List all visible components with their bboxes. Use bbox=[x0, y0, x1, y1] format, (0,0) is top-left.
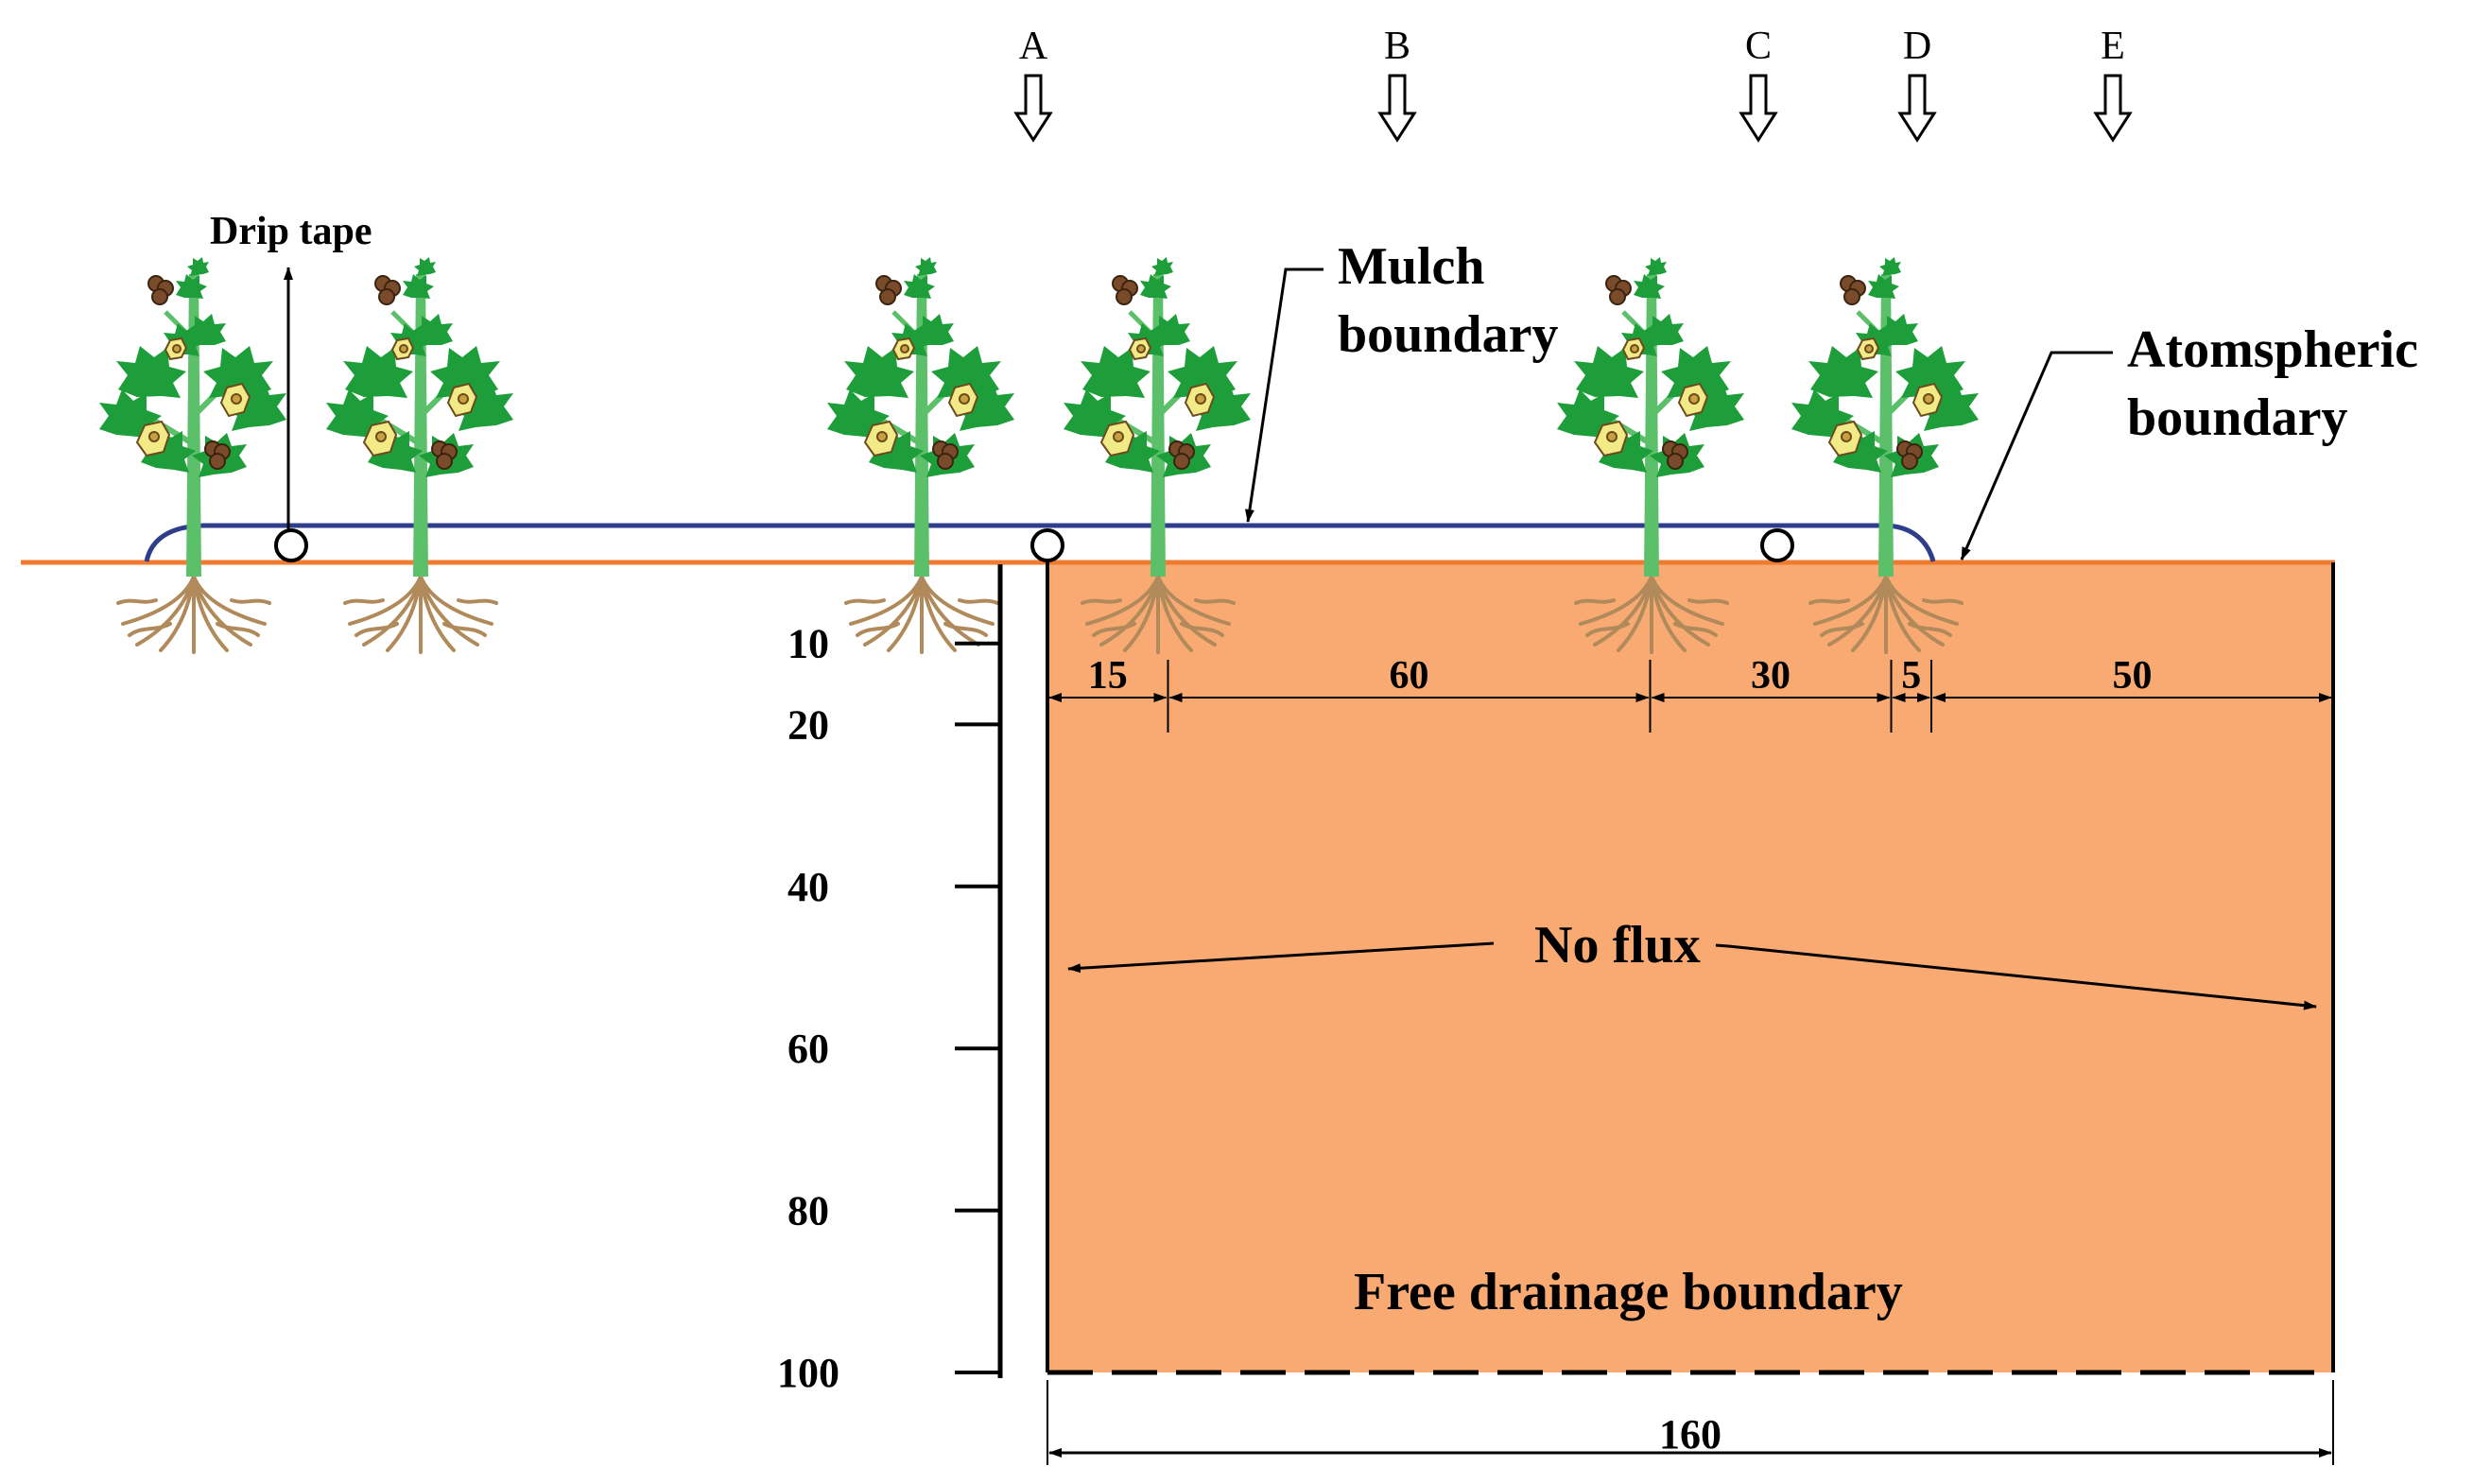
depth-tick-label: 60 bbox=[787, 1026, 829, 1072]
down-arrow-icon bbox=[1739, 74, 1777, 142]
down-arrow-icon bbox=[1378, 74, 1416, 142]
atmospheric-boundary-line1: Atomspheric bbox=[2127, 320, 2418, 379]
no-flux-arrow-right bbox=[1715, 943, 2317, 1010]
position-label-b: B bbox=[1384, 25, 1410, 68]
depth-tick-label: 20 bbox=[787, 701, 829, 748]
drip-tape-label: Drip tape bbox=[210, 210, 372, 253]
mulch-boundary-label: Mulch boundary bbox=[1338, 237, 1558, 364]
segment-label: 60 bbox=[1390, 654, 1429, 698]
depth-tick-label: 40 bbox=[787, 864, 829, 910]
down-arrow-icon bbox=[1014, 74, 1052, 142]
mulch-boundary-pointer bbox=[1244, 267, 1324, 523]
total-width-label: 160 bbox=[1659, 1411, 1721, 1458]
mulch-film bbox=[144, 523, 1936, 562]
cotton-plant-icon bbox=[326, 257, 513, 652]
segment-label: 15 bbox=[1088, 654, 1128, 698]
position-label-a: A bbox=[1019, 25, 1048, 68]
segment-label: 50 bbox=[2113, 654, 2153, 698]
mulch-boundary-line2: boundary bbox=[1338, 305, 1558, 364]
position-label-d: D bbox=[1903, 25, 1931, 68]
position-label-c: C bbox=[1745, 25, 1772, 68]
atmospheric-boundary-label: Atomspheric boundary bbox=[2127, 320, 2431, 447]
position-label-e: E bbox=[2101, 25, 2125, 68]
cotton-plant-icon bbox=[99, 257, 286, 652]
free-drainage-label: Free drainage boundary bbox=[1354, 1263, 1903, 1321]
drip-emitter-icon bbox=[274, 528, 308, 562]
down-arrow-icon bbox=[1898, 74, 1936, 142]
segment-label: 5 bbox=[1901, 654, 1921, 698]
depth-tick-label: 100 bbox=[777, 1350, 839, 1396]
depth-tick-label: 80 bbox=[787, 1188, 829, 1234]
atmospheric-boundary-pointer bbox=[1960, 351, 2113, 561]
atmospheric-boundary-line2: boundary bbox=[2127, 388, 2347, 447]
no-flux-arrow-left bbox=[1067, 941, 1495, 974]
drip-emitter-icon bbox=[1030, 528, 1064, 562]
cotton-plant-icon bbox=[827, 257, 1014, 652]
no-flux-label: No flux bbox=[1534, 916, 1701, 975]
depth-tick-label: 10 bbox=[787, 621, 829, 667]
drip-emitter-icon bbox=[1760, 528, 1794, 562]
down-arrow-icon bbox=[2094, 74, 2132, 142]
mulch-boundary-line1: Mulch bbox=[1338, 237, 1485, 296]
segment-label: 30 bbox=[1751, 654, 1791, 698]
